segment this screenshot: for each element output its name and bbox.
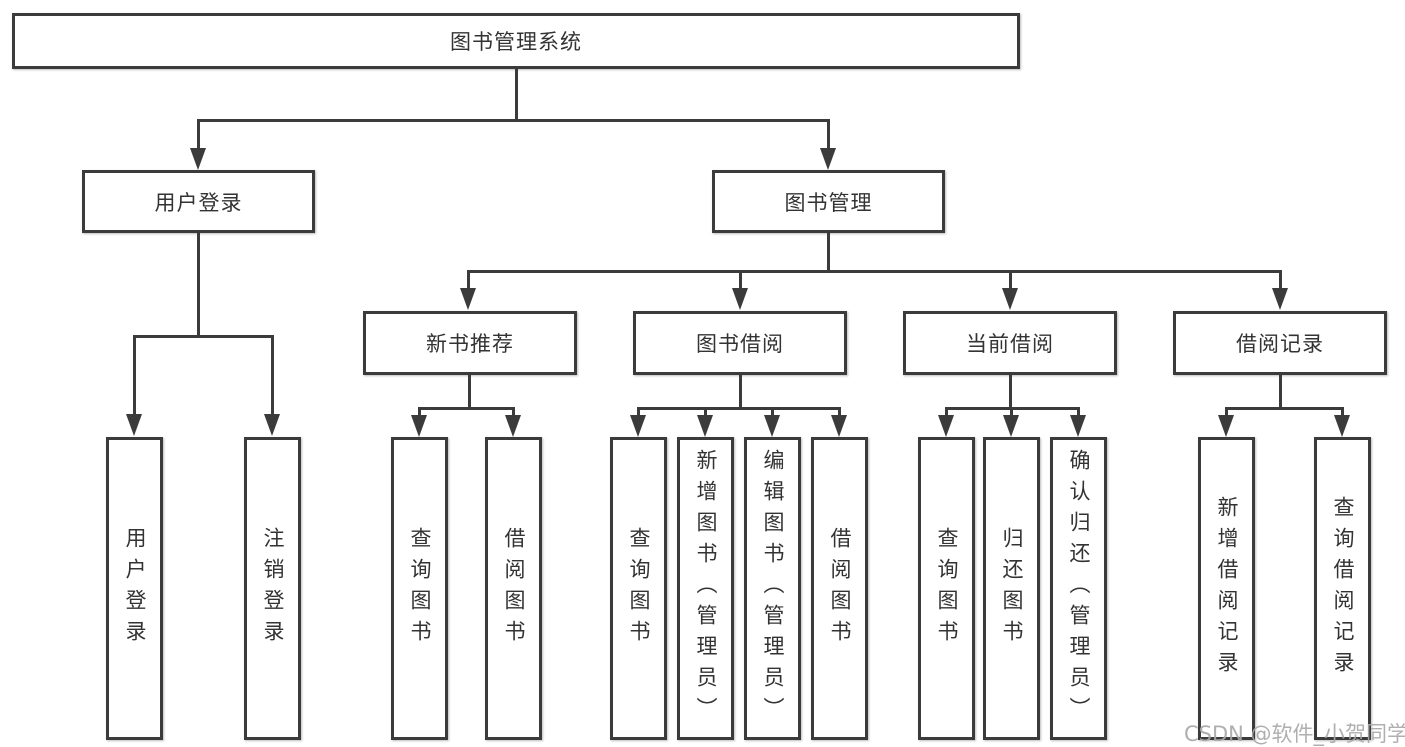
leaf-query-books-borrowing-label: 查询图书 xyxy=(627,526,651,651)
leaf-logout-label: 注销登录 xyxy=(261,526,285,651)
leaf-borrow-books-borrowing: 借阅图书 xyxy=(811,437,868,740)
connector-line xyxy=(637,407,841,410)
connector-line xyxy=(1279,270,1282,290)
arrow-down-icon xyxy=(190,148,206,170)
connector-line xyxy=(1279,375,1282,410)
arrow-down-icon xyxy=(732,288,748,310)
arrow-down-icon xyxy=(505,415,521,437)
connector-line xyxy=(1341,407,1344,419)
arrow-down-icon xyxy=(1272,288,1288,310)
leaf-edit-books-admin: 编辑图书（管理员） xyxy=(744,437,801,740)
connector-line xyxy=(945,407,948,419)
connector-line xyxy=(827,233,830,273)
node-new-book-recommend-label: 新书推荐 xyxy=(426,332,514,356)
leaf-query-books-borrowing: 查询图书 xyxy=(610,437,667,740)
csdn-watermark: CSDN @软件_小贺同学 xyxy=(1184,722,1405,746)
connector-line xyxy=(512,407,515,419)
connector-line xyxy=(515,68,518,122)
connector-line xyxy=(133,335,274,338)
leaf-edit-books-admin-label: 编辑图书（管理员） xyxy=(761,449,785,728)
arrow-down-icon xyxy=(938,415,954,437)
node-book-management-label: 图书管理 xyxy=(784,190,873,215)
connector-line xyxy=(739,270,742,290)
arrow-down-icon xyxy=(264,414,280,436)
connector-line xyxy=(271,335,274,417)
connector-line xyxy=(704,407,707,419)
connector-line xyxy=(197,119,830,122)
connector-line xyxy=(468,375,471,410)
leaf-query-books-recommend-label: 查询图书 xyxy=(408,526,432,651)
connector-line xyxy=(467,270,470,290)
node-current-borrowing: 当前借阅 xyxy=(903,311,1117,375)
connector-line xyxy=(418,407,421,419)
connector-line xyxy=(133,335,136,417)
connector-line xyxy=(197,119,200,151)
connector-line xyxy=(1009,375,1012,410)
connector-line xyxy=(1077,407,1080,419)
leaf-add-books-admin-label: 新增图书（管理员） xyxy=(694,449,718,728)
connector-line xyxy=(1225,407,1228,419)
leaf-add-borrow-record: 新增借阅记录 xyxy=(1198,437,1255,740)
arrow-down-icon xyxy=(1003,415,1019,437)
connector-line xyxy=(197,233,200,338)
node-borrow-records-label: 借阅记录 xyxy=(1236,332,1324,356)
arrow-down-icon xyxy=(1002,288,1018,310)
connector-line xyxy=(1009,270,1012,290)
arrow-down-icon xyxy=(1070,415,1086,437)
leaf-confirm-return-admin-label: 确认归还（管理员） xyxy=(1067,449,1091,728)
leaf-return-books-label: 归还图书 xyxy=(1000,526,1024,651)
node-root: 图书管理系统 xyxy=(12,13,1020,69)
connector-line xyxy=(827,119,830,151)
leaf-add-books-admin: 新增图书（管理员） xyxy=(677,437,734,740)
connector-line xyxy=(1225,407,1344,410)
connector-line xyxy=(1010,407,1013,419)
arrow-down-icon xyxy=(1218,415,1234,437)
node-current-borrowing-label: 当前借阅 xyxy=(966,332,1054,356)
connector-line xyxy=(418,407,515,410)
connector-line xyxy=(838,407,841,419)
connector-line xyxy=(467,270,1282,273)
leaf-borrow-books-recommend: 借阅图书 xyxy=(485,437,542,740)
leaf-user-login: 用户登录 xyxy=(106,437,163,740)
arrow-down-icon xyxy=(411,415,427,437)
arrow-down-icon xyxy=(460,288,476,310)
leaf-borrow-books-borrowing-label: 借阅图书 xyxy=(828,526,852,651)
connector-line xyxy=(771,407,774,419)
node-new-book-recommend: 新书推荐 xyxy=(363,311,577,375)
node-book-management: 图书管理 xyxy=(712,170,945,233)
node-book-borrowing: 图书借阅 xyxy=(633,311,847,375)
connector-line xyxy=(739,375,742,410)
leaf-logout: 注销登录 xyxy=(244,437,301,740)
node-book-borrowing-label: 图书借阅 xyxy=(696,332,784,356)
node-user-login: 用户登录 xyxy=(82,170,315,233)
leaf-borrow-books-recommend-label: 借阅图书 xyxy=(502,526,526,651)
leaf-return-books: 归还图书 xyxy=(983,437,1040,740)
leaf-query-borrow-record-label: 查询借阅记录 xyxy=(1331,495,1355,682)
arrow-down-icon xyxy=(697,415,713,437)
leaf-add-borrow-record-label: 新增借阅记录 xyxy=(1215,495,1239,682)
leaf-query-borrow-record: 查询借阅记录 xyxy=(1314,437,1371,740)
leaf-query-books-recommend: 查询图书 xyxy=(391,437,448,740)
arrow-down-icon xyxy=(820,148,836,170)
leaf-query-books-current-label: 查询图书 xyxy=(935,526,959,651)
arrow-down-icon xyxy=(764,415,780,437)
node-root-label: 图书管理系统 xyxy=(450,30,582,54)
arrow-down-icon xyxy=(831,415,847,437)
arrow-down-icon xyxy=(126,414,142,436)
node-borrow-records: 借阅记录 xyxy=(1173,311,1387,375)
leaf-query-books-current: 查询图书 xyxy=(918,437,975,740)
arrow-down-icon xyxy=(1334,415,1350,437)
node-user-login-label: 用户登录 xyxy=(154,190,243,215)
leaf-confirm-return-admin: 确认归还（管理员） xyxy=(1050,437,1107,740)
arrow-down-icon xyxy=(630,415,646,437)
leaf-user-login-label: 用户登录 xyxy=(123,526,147,651)
connector-line xyxy=(637,407,640,419)
